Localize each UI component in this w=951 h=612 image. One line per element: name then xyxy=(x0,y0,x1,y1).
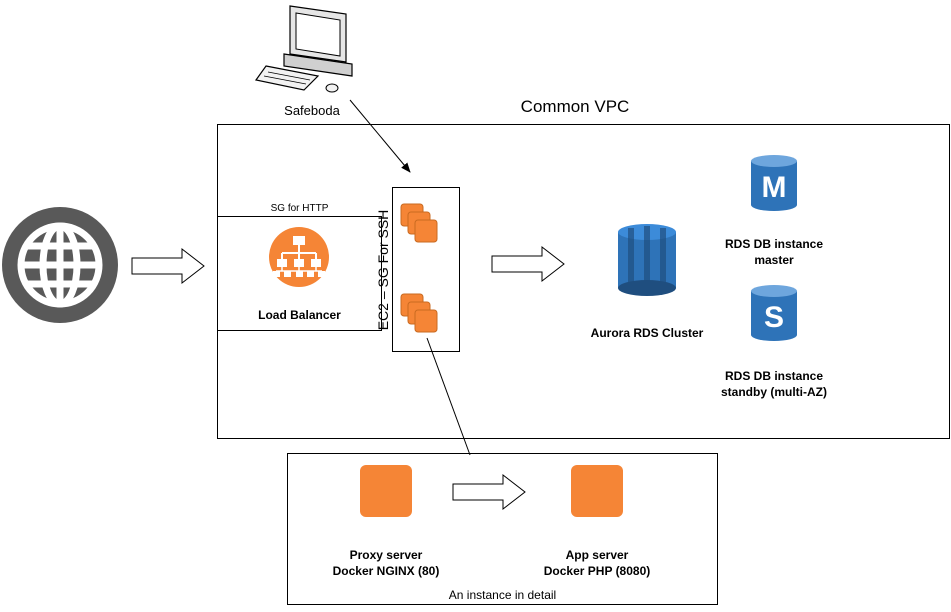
ec2-security-group xyxy=(392,187,460,352)
ec2-instances-icon xyxy=(400,293,438,333)
client-label: Safeboda xyxy=(284,103,340,118)
load-balancer-label: Load Balancer xyxy=(258,308,341,322)
vpc-title: Common VPC xyxy=(520,97,630,116)
instance-detail-box xyxy=(287,453,718,605)
app-server-label-line2: Docker PHP (8080) xyxy=(543,564,651,578)
ec2-to-detail-line xyxy=(426,337,471,456)
lb-security-group xyxy=(217,216,382,331)
ec2-sg-label: EC2 – SG For SSH xyxy=(375,209,391,331)
rds-standby-label-line2: standby (multi-AZ) xyxy=(721,385,827,399)
proxy-server-label-line1: Proxy server xyxy=(349,548,423,562)
rds-master-label-line2: master xyxy=(754,253,794,267)
proxy-server-label-line2: Docker NGINX (80) xyxy=(332,564,440,578)
rds-standby-icon: S xyxy=(751,285,797,341)
rds-standby-label-line1: RDS DB instance xyxy=(724,369,824,383)
rds-master-letter: M xyxy=(762,171,787,204)
internet-to-lb-arrow xyxy=(131,247,205,285)
lb-sg-label: SG for HTTP xyxy=(270,203,329,214)
aurora-label: Aurora RDS Cluster xyxy=(590,326,704,340)
desktop-computer-icon xyxy=(254,5,353,93)
ec2-to-aurora-arrow xyxy=(491,245,565,283)
aurora-database-icon xyxy=(618,224,676,296)
ec2-instances-icon xyxy=(400,203,438,243)
detail-proxy-to-app-arrow xyxy=(452,473,526,511)
client-to-ec2-arrow xyxy=(349,99,411,173)
rds-standby-letter: S xyxy=(764,301,784,334)
app-server-icon xyxy=(571,465,623,517)
instance-detail-caption: An instance in detail xyxy=(448,588,557,602)
app-server-label-line1: App server xyxy=(565,548,629,562)
rds-master-icon: M xyxy=(751,155,797,211)
rds-master-label-line1: RDS DB instance xyxy=(724,237,824,251)
globe-icon xyxy=(2,207,118,323)
load-balancer-icon xyxy=(269,227,329,287)
proxy-server-icon xyxy=(360,465,412,517)
